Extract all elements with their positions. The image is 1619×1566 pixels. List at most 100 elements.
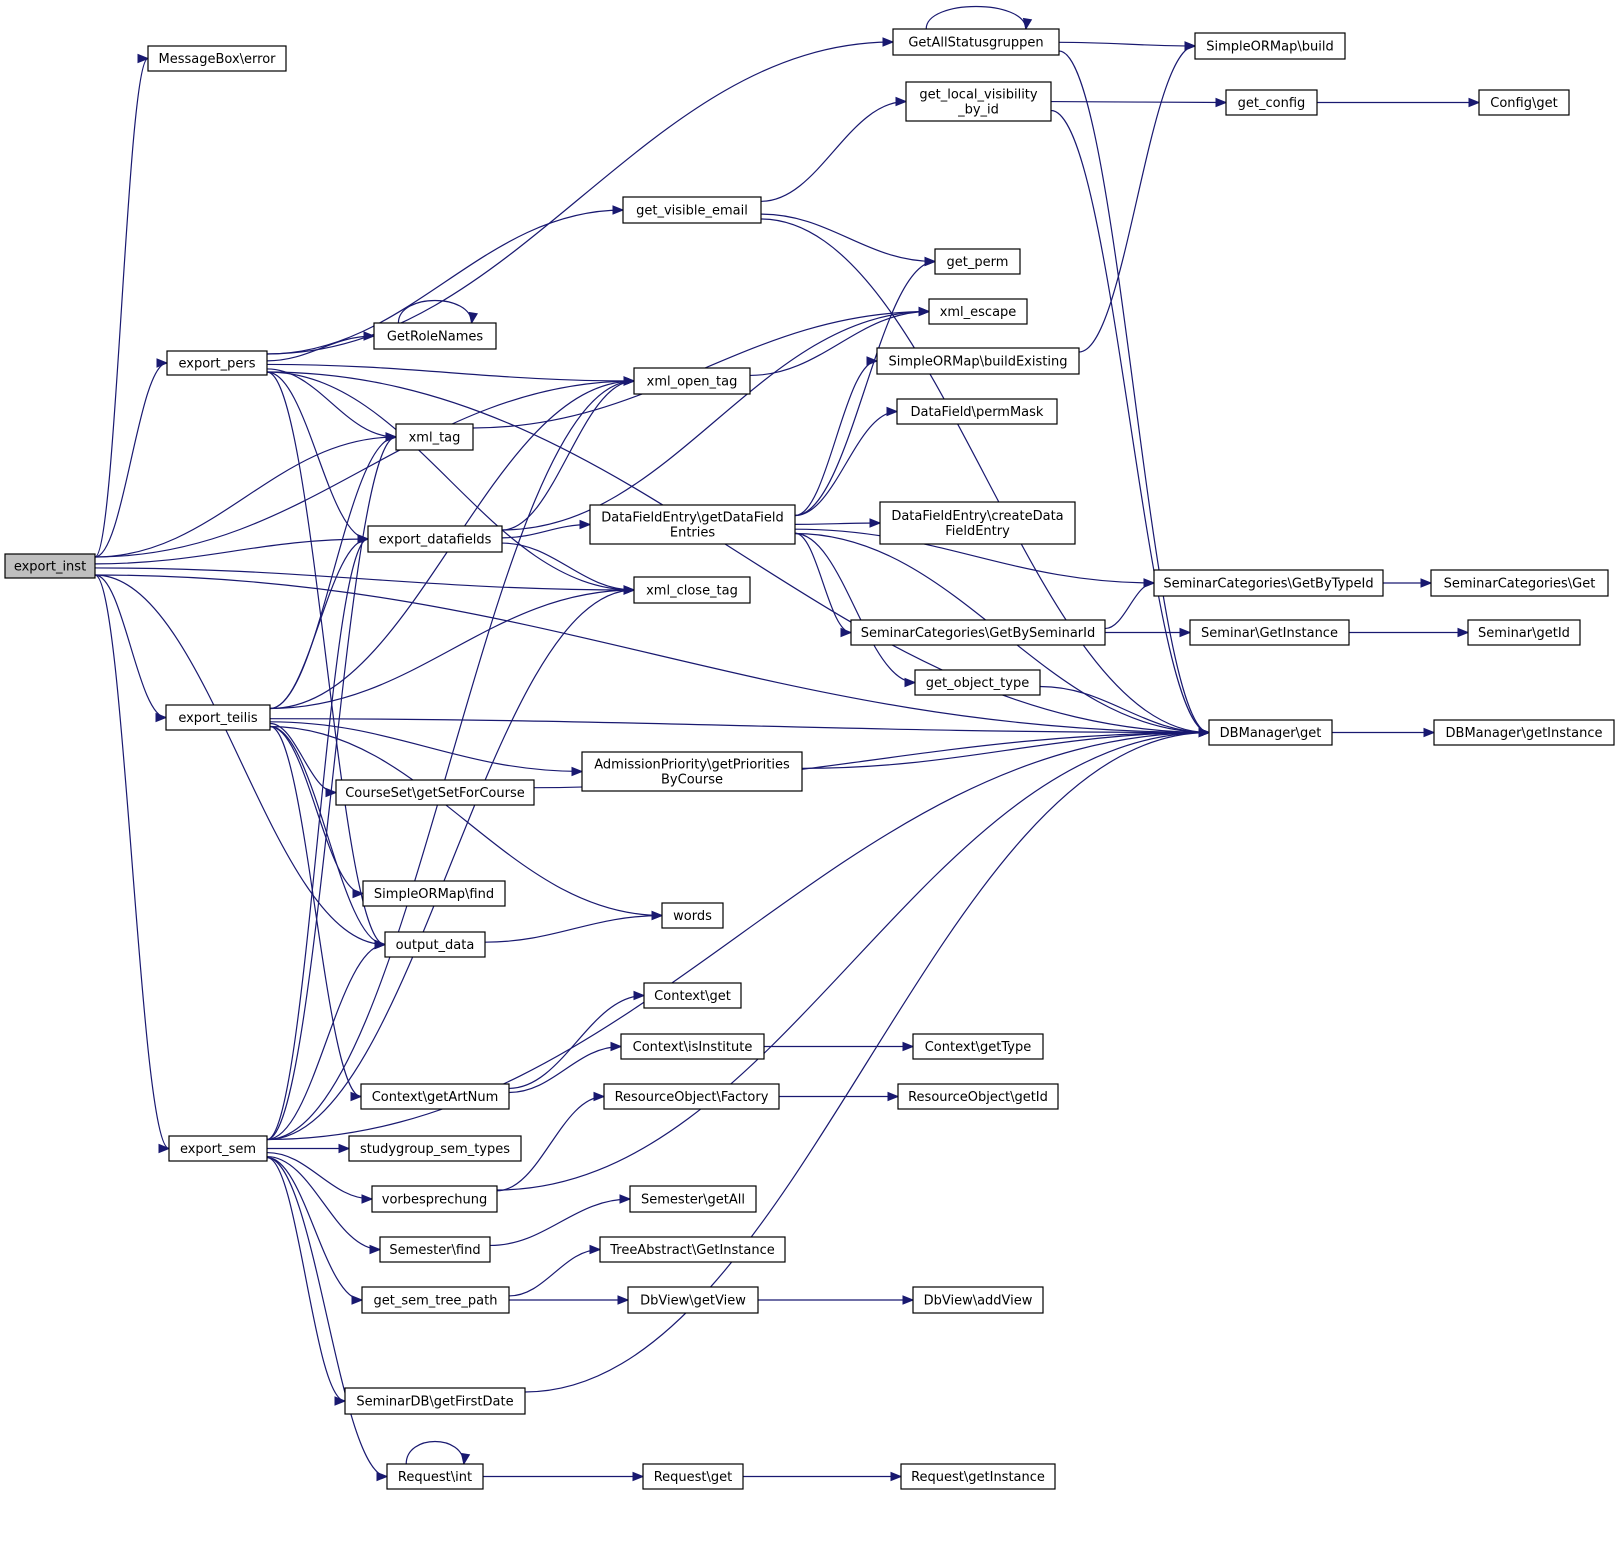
edge-arrowhead bbox=[376, 1471, 389, 1482]
node-context_get[interactable]: Context\get bbox=[643, 982, 742, 1009]
edge-line bbox=[1050, 109, 1210, 734]
node-request_get[interactable]: Request\get bbox=[642, 1463, 744, 1490]
node-context_getArtNum[interactable]: Context\getArtNum bbox=[360, 1083, 510, 1110]
node-get_visible_email[interactable]: get_visible_email bbox=[622, 196, 762, 224]
node-box bbox=[348, 1135, 522, 1162]
node-context_isInstitute[interactable]: Context\isInstitute bbox=[620, 1033, 765, 1060]
node-export_inst[interactable]: export_inst bbox=[4, 553, 96, 579]
node-label: DbView\getView bbox=[640, 1294, 746, 1309]
node-request_int[interactable]: Request\int bbox=[386, 1463, 484, 1490]
node-semester_find[interactable]: Semester\find bbox=[379, 1236, 491, 1263]
node-dbview_getView[interactable]: DbView\getView bbox=[627, 1286, 759, 1314]
node-GetRoleNames[interactable]: GetRoleNames bbox=[373, 322, 497, 350]
edge-line bbox=[501, 310, 930, 531]
node-studygroup_sem_types[interactable]: studygroup_sem_types bbox=[348, 1135, 522, 1162]
node-box bbox=[147, 45, 287, 72]
edge-line bbox=[266, 335, 375, 362]
node-box bbox=[897, 1083, 1059, 1110]
edge-get_config-to-config_get bbox=[1317, 97, 1481, 108]
node-label: MessageBox\error bbox=[159, 52, 277, 67]
edge-line bbox=[266, 368, 397, 438]
node-label: vorbesprechung bbox=[382, 1193, 487, 1208]
edge-dfe_getDataFieldEntries-to-sc_GetBySeminarId bbox=[794, 532, 853, 638]
edge-line bbox=[269, 725, 663, 917]
node-request_getInstance[interactable]: Request\getInstance bbox=[900, 1463, 1056, 1490]
node-get_sem_tree_path[interactable]: get_sem_tree_path bbox=[361, 1286, 510, 1314]
edge-export_sem-to-semester_find bbox=[266, 1155, 382, 1255]
node-export_teilis[interactable]: export_teilis bbox=[165, 704, 271, 731]
node-xml_escape[interactable]: xml_escape bbox=[928, 298, 1028, 325]
node-df_permMask[interactable]: DataField\permMask bbox=[896, 398, 1058, 425]
node-label: DataFieldEntry\createData bbox=[891, 509, 1063, 524]
node-xml_tag[interactable]: xml_tag bbox=[395, 423, 474, 451]
edge-line bbox=[269, 725, 386, 946]
node-dbm_getInstance[interactable]: DBManager\getInstance bbox=[1433, 719, 1615, 746]
edge-arrowhead bbox=[369, 1244, 382, 1255]
node-cs_getSetForCourse[interactable]: CourseSet\getSetForCourse bbox=[335, 779, 535, 806]
node-seminar_getId[interactable]: Seminar\getId bbox=[1467, 619, 1581, 646]
edge-export_datafields-to-xml_open_tag bbox=[501, 376, 636, 531]
node-label: export_inst bbox=[14, 560, 86, 575]
node-export_sem[interactable]: export_sem bbox=[168, 1135, 268, 1162]
edge-arrowhead bbox=[363, 331, 376, 341]
node-semester_getAll[interactable]: Semester\getAll bbox=[629, 1185, 757, 1213]
node-sorm_buildExisting[interactable]: SimpleORMap\buildExisting bbox=[876, 347, 1080, 375]
node-output_data[interactable]: output_data bbox=[384, 931, 486, 958]
edge-line bbox=[266, 371, 1210, 734]
node-box bbox=[4, 553, 96, 579]
node-sc_GetByTypeId[interactable]: SeminarCategories\GetByTypeId bbox=[1153, 569, 1384, 597]
edge-line bbox=[405, 1441, 465, 1465]
node-context_getType[interactable]: Context\getType bbox=[912, 1033, 1044, 1060]
node-sorm_find[interactable]: SimpleORMap\find bbox=[362, 880, 506, 907]
node-ta_GetInstance[interactable]: TreeAbstract\GetInstance bbox=[599, 1236, 786, 1263]
edge-export_inst-to-export_pers bbox=[94, 358, 169, 558]
node-ro_Factory[interactable]: ResourceObject\Factory bbox=[603, 1083, 780, 1110]
node-label: DBManager\getInstance bbox=[1446, 726, 1603, 741]
node-ro_getId[interactable]: ResourceObject\getId bbox=[897, 1083, 1059, 1110]
node-mb_error[interactable]: MessageBox\error bbox=[147, 45, 287, 72]
node-dbm_get[interactable]: DBManager\get bbox=[1208, 719, 1333, 746]
node-box bbox=[166, 350, 268, 376]
node-export_pers[interactable]: export_pers bbox=[166, 350, 268, 376]
node-dbview_addView[interactable]: DbView\addView bbox=[912, 1286, 1044, 1314]
edge-export_sem-to-request_int bbox=[266, 1156, 389, 1482]
edge-arrowhead bbox=[651, 910, 664, 921]
node-seminardb_getFirstDate[interactable]: SeminarDB\getFirstDate bbox=[344, 1387, 526, 1415]
edge-arrowhead bbox=[361, 1194, 374, 1204]
edge-export_pers-to-GetRoleNames bbox=[266, 331, 376, 362]
node-seminar_GetInstance[interactable]: Seminar\GetInstance bbox=[1189, 619, 1350, 646]
edge-arrowhead bbox=[158, 1143, 171, 1154]
node-xml_open_tag[interactable]: xml_open_tag bbox=[633, 367, 751, 395]
node-GetAllStatusgruppen[interactable]: GetAllStatusgruppen bbox=[892, 28, 1060, 56]
node-sc_GetBySeminarId[interactable]: SeminarCategories\GetBySeminarId bbox=[850, 619, 1106, 646]
edge-arrowhead bbox=[617, 1295, 630, 1305]
node-words[interactable]: words bbox=[661, 902, 724, 929]
node-get_perm[interactable]: get_perm bbox=[934, 248, 1021, 275]
node-box bbox=[344, 1387, 526, 1415]
edge-line bbox=[94, 436, 397, 558]
node-label: SimpleORMap\buildExisting bbox=[889, 355, 1068, 370]
node-label: export_teilis bbox=[178, 711, 258, 726]
node-get_local_visibility[interactable]: get_local_visibility_by_id bbox=[905, 81, 1052, 122]
node-config_get[interactable]: Config\get bbox=[1478, 89, 1570, 116]
edge-line bbox=[266, 538, 369, 1141]
edge-export_sem-to-get_sem_tree_path bbox=[266, 1156, 364, 1305]
edge-line bbox=[269, 538, 369, 710]
node-vorbesprechung[interactable]: vorbesprechung bbox=[371, 1185, 498, 1213]
node-sorm_build[interactable]: SimpleORMap\build bbox=[1194, 32, 1346, 60]
node-box bbox=[629, 1185, 757, 1213]
edge-export_pers-to-output_data bbox=[266, 371, 387, 950]
node-box bbox=[1433, 719, 1615, 746]
edge-export_teilis-to-xml_tag bbox=[269, 432, 398, 710]
edge-arrowhead bbox=[623, 585, 636, 595]
node-get_config[interactable]: get_config bbox=[1225, 89, 1318, 116]
edge-output_data-to-words bbox=[484, 910, 664, 943]
node-sc_Get[interactable]: SeminarCategories\Get bbox=[1430, 569, 1609, 597]
node-get_object_type[interactable]: get_object_type bbox=[914, 669, 1041, 696]
node-box bbox=[360, 1083, 510, 1110]
node-export_datafields[interactable]: export_datafields bbox=[367, 525, 503, 553]
node-xml_close_tag[interactable]: xml_close_tag bbox=[633, 576, 751, 604]
